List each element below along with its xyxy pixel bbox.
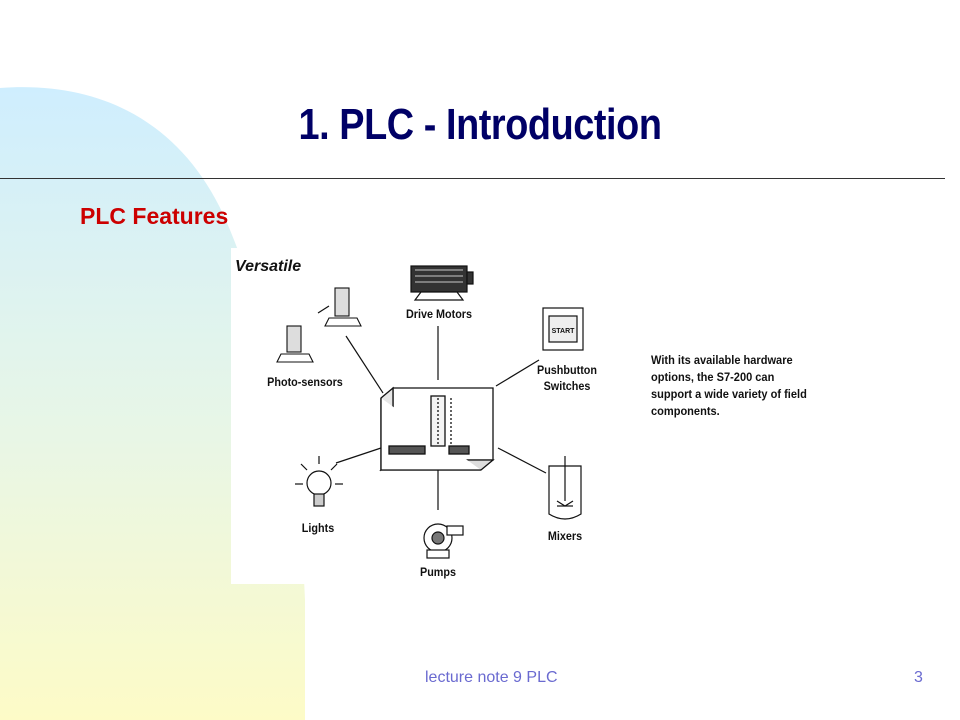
light-bulb-icon <box>295 456 343 507</box>
slide-footer: lecture note 9 PLC <box>425 669 558 686</box>
label-photo-sensors: Photo-sensors <box>267 375 343 389</box>
start-button-label: START <box>552 328 576 335</box>
drive-motor-icon <box>410 265 474 301</box>
plc-unit-icon <box>379 386 495 472</box>
slide-subtitle: PLC Features <box>80 203 229 229</box>
figure-heading: Versatile <box>235 258 302 275</box>
pushbutton-switch-icon <box>542 307 584 351</box>
background-gradient-shape <box>0 87 305 720</box>
mixer-icon <box>548 456 582 520</box>
label-drive-motors: Drive Motors <box>405 307 473 321</box>
slide-title: 1. PLC - Introduction <box>298 100 662 149</box>
title-divider <box>0 178 945 179</box>
photo-sensor-icon <box>276 287 362 363</box>
label-mixers: Mixers <box>547 529 583 543</box>
plc-diagram: START <box>276 265 584 559</box>
label-lights: Lights <box>301 521 335 535</box>
figure-note: With its available hardware options, the… <box>651 353 807 418</box>
label-pumps: Pumps <box>419 565 456 579</box>
pump-icon <box>423 523 464 559</box>
plc-versatile-figure: START Versatile Drive Motors Photo-se <box>231 248 821 584</box>
page-number: 3 <box>914 669 923 686</box>
label-pushbutton-switches: Pushbutton Switches <box>537 363 597 393</box>
